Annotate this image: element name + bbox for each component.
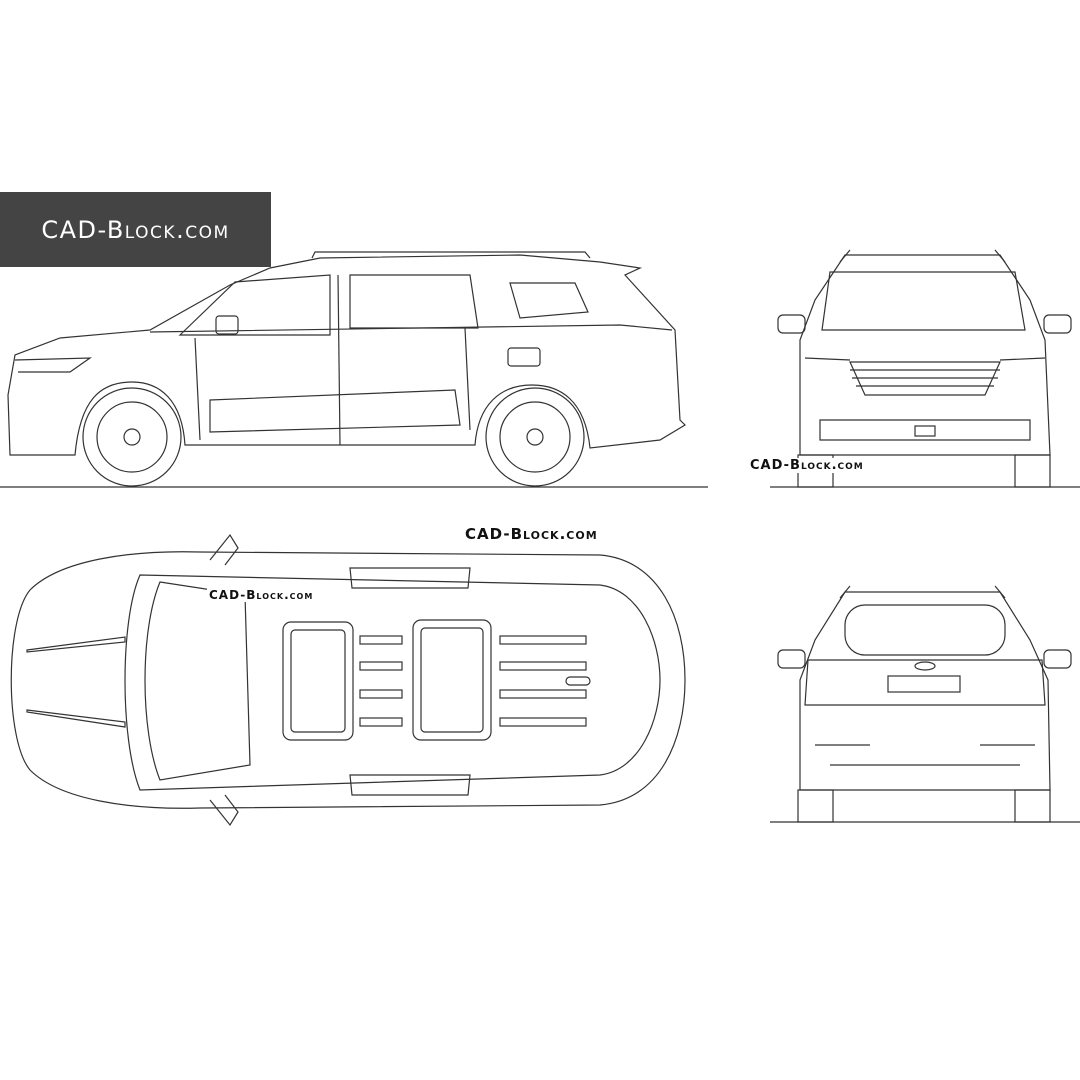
rear-view — [777, 585, 1072, 823]
top-view — [10, 533, 686, 827]
brand-banner: CAD-Block.com — [0, 192, 271, 267]
side-view — [7, 251, 686, 487]
watermark-top-right: CAD-Block.com — [463, 525, 600, 543]
front-view — [777, 249, 1072, 488]
watermark-front: CAD-Block.com — [748, 458, 866, 473]
watermark-top-left: CAD-Block.com — [207, 588, 316, 602]
banner-text: CAD-Block.com — [41, 215, 230, 244]
